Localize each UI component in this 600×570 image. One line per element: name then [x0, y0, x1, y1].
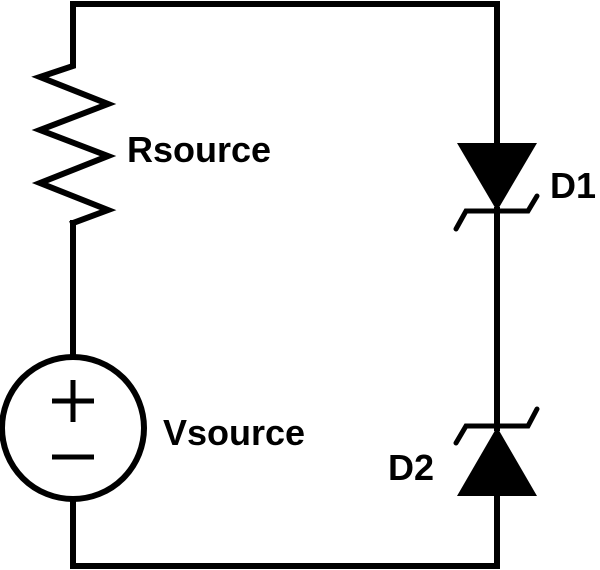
diode-triangle-icon	[457, 143, 537, 211]
resistor-rsource	[31, 60, 117, 227]
plus-sign-icon	[52, 380, 94, 422]
zener-diode-d2	[453, 406, 540, 496]
wires	[70, 1, 500, 569]
voltage-source-label: Vsource	[163, 412, 305, 453]
zener-bar-icon	[453, 406, 540, 446]
d2-label: D2	[388, 447, 434, 488]
voltage-source	[0, 354, 147, 502]
resistor-label: Rsource	[127, 129, 271, 170]
voltage-source-circle-icon	[0, 354, 147, 502]
resistor-zigzag-icon	[31, 60, 117, 227]
zener-diode-d1	[453, 143, 540, 232]
wire-bottom	[70, 493, 500, 569]
wire-top	[70, 1, 500, 146]
d1-label: D1	[550, 165, 596, 206]
zener-bar-icon	[453, 193, 540, 232]
diode-triangle-icon	[457, 427, 537, 496]
